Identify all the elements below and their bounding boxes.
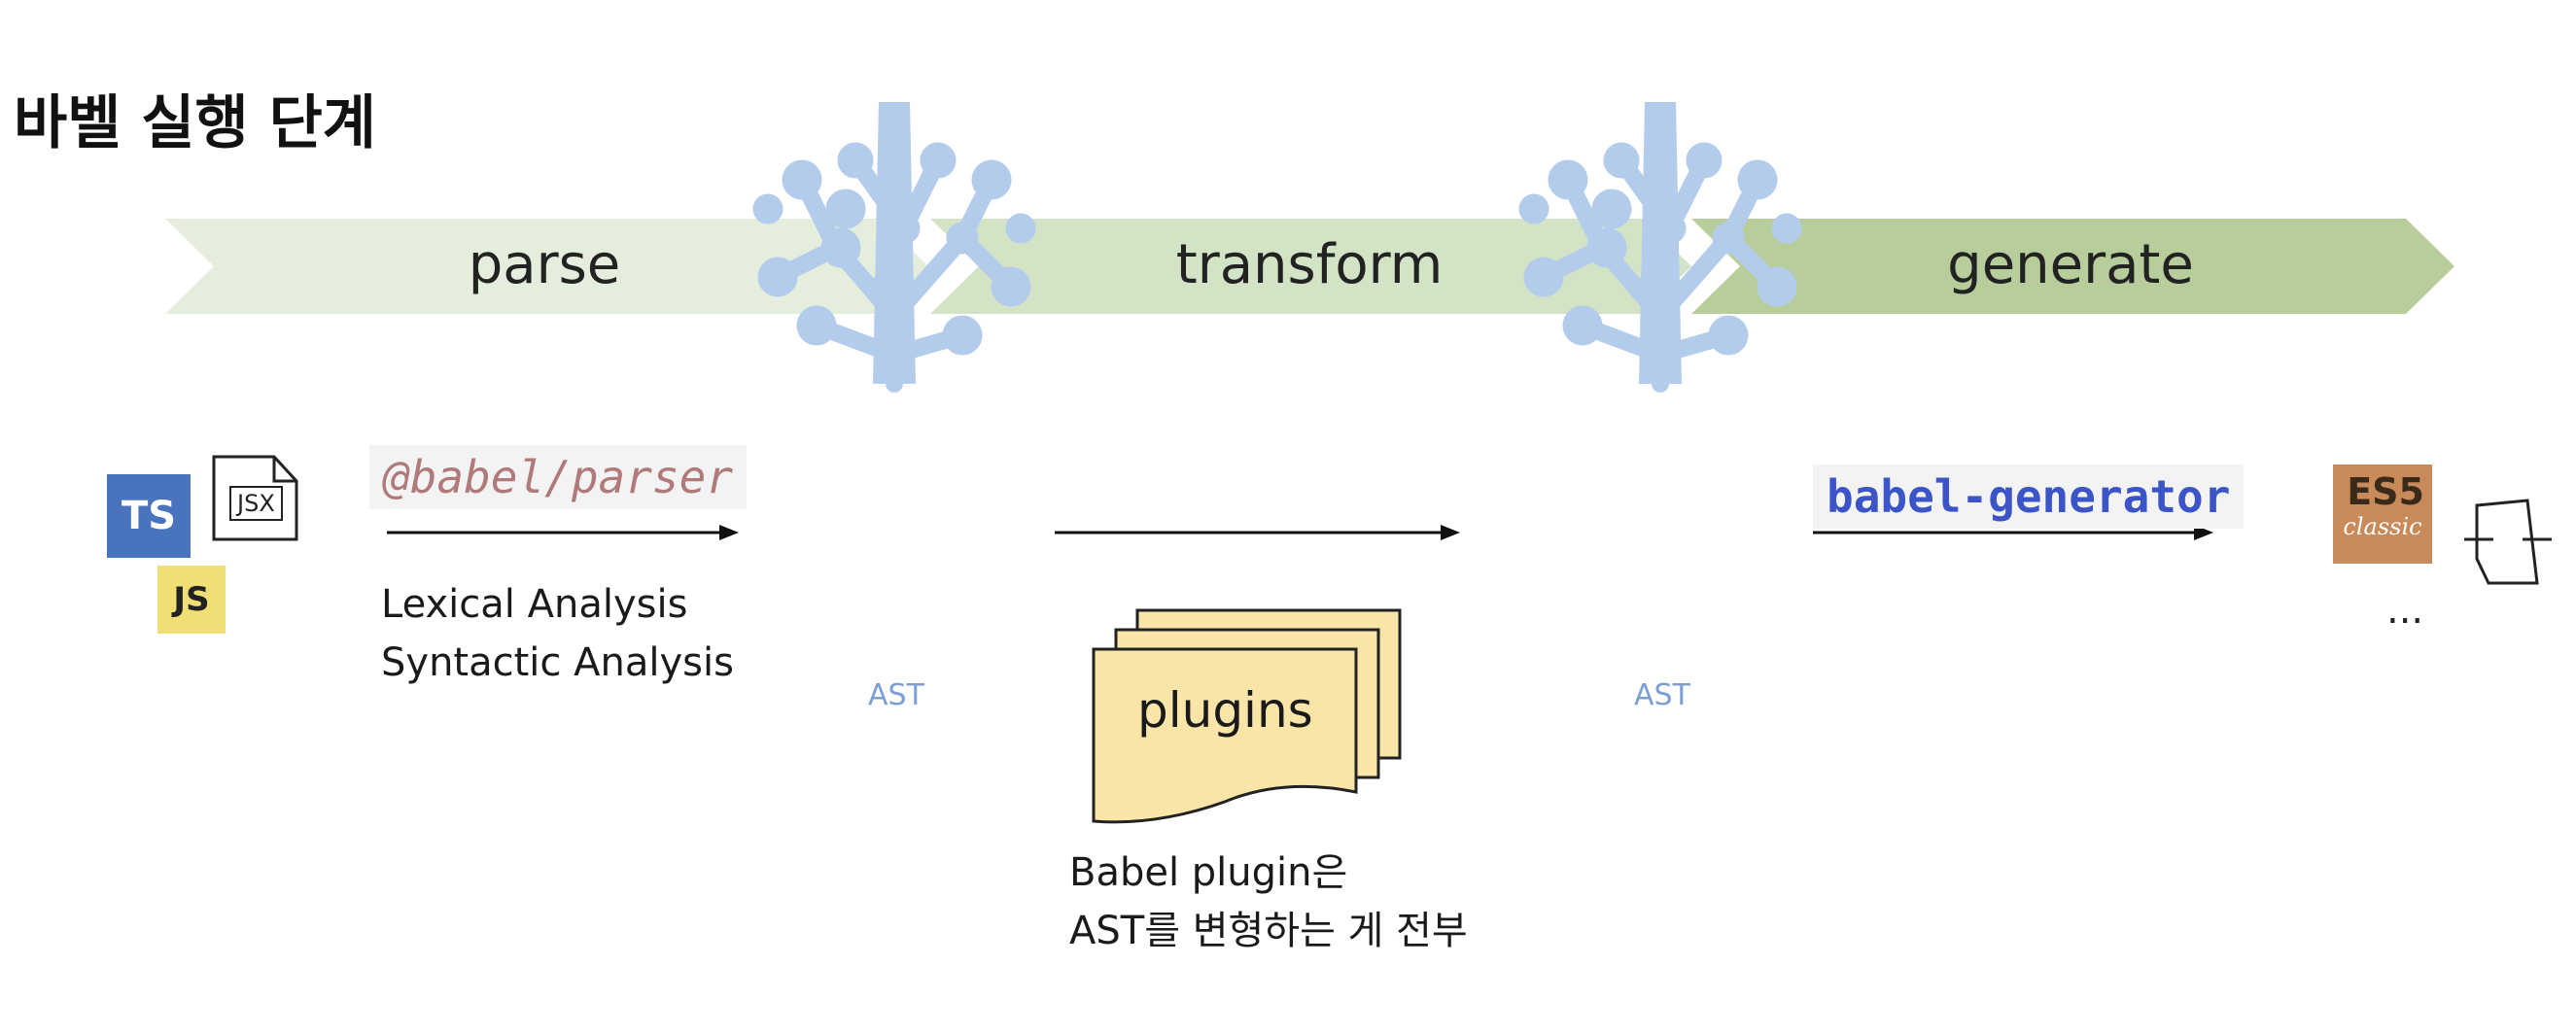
ast-label-2: AST [1634, 678, 1690, 712]
es5-text: ES5 [2347, 470, 2424, 513]
es5-badge: ES5 classic [2333, 465, 2432, 564]
babel-generator-label: babel-generator [1813, 465, 2245, 529]
ts-badge: TS [107, 474, 191, 558]
arrow-transform [1055, 525, 1460, 540]
babel-parser-label: @babel/parser [369, 445, 748, 509]
es5-sub-text: classic [2343, 513, 2422, 540]
stage-parse-label: parse [468, 233, 621, 296]
stage-parse-arrow [165, 219, 928, 314]
plugins-note-1: Babel plugin은 [1069, 850, 1348, 895]
stage-generate-label: generate [1947, 233, 2194, 296]
stage-transform-label: transform [1175, 233, 1444, 296]
jsx-label: JSX [229, 486, 283, 521]
ast-tree-icon [752, 102, 1036, 393]
plugins-note-2: AST를 변형하는 게 전부 [1069, 909, 1468, 953]
more-ellipsis: ... [2386, 588, 2424, 633]
code-file-icon [2464, 499, 2552, 585]
stage-generate-arrow [1691, 219, 2454, 314]
arrow-generate [1813, 525, 2213, 540]
parser-desc-syntactic: Syntactic Analysis [381, 640, 734, 685]
ast-tree-icon-2 [1518, 102, 1802, 393]
ast-label: AST [868, 678, 924, 712]
page-title: 바벨 실행 단계 [14, 89, 376, 157]
parser-desc-lexical: Lexical Analysis [381, 582, 688, 627]
plugins-label: plugins [1137, 682, 1313, 739]
plugins-stack-icon [1092, 608, 1402, 824]
stage-transform-arrow [930, 219, 1691, 314]
arrow-parse [387, 525, 739, 540]
js-badge: JS [157, 566, 226, 634]
